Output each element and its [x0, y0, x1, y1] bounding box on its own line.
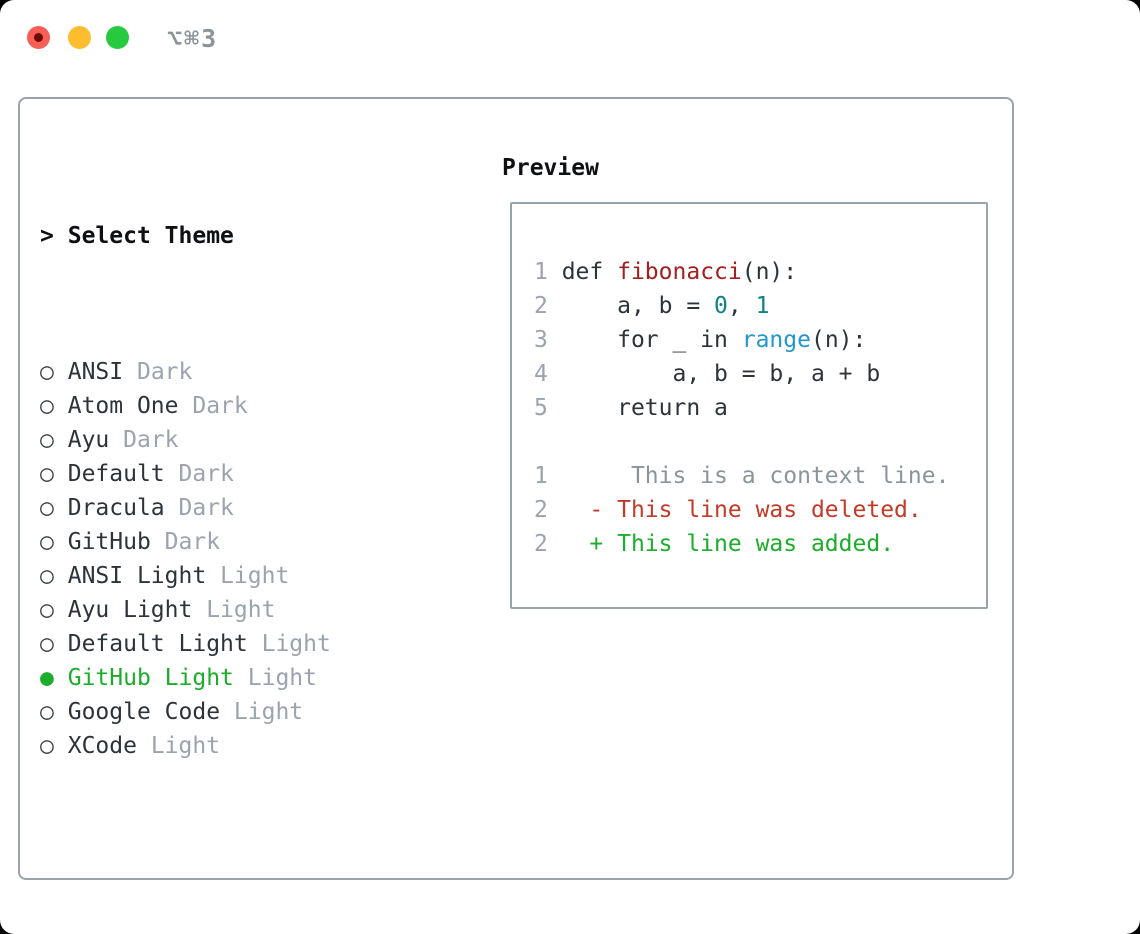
radio-unselected-icon: ○: [40, 733, 54, 759]
preview-line-8: 2 - This line was deleted.: [534, 497, 922, 523]
theme-item-label: Dracula: [67, 495, 165, 521]
zoom-button[interactable]: [106, 26, 129, 49]
theme-variant-label: Dark: [192, 393, 248, 419]
unsaved-dot-icon: [34, 33, 43, 42]
theme-item-label: Ayu: [67, 427, 110, 453]
preview-code-box: 1 def fibonacci(n): 2 a, b = 0, 1 3 for _ …: [510, 202, 988, 609]
radio-unselected-icon: ○: [40, 427, 54, 453]
close-button[interactable]: [27, 26, 50, 49]
minimize-button[interactable]: [68, 26, 91, 49]
theme-item-label: Atom One: [67, 393, 179, 419]
theme-variant-label: Dark: [178, 495, 234, 521]
radio-selected-icon: ●: [40, 665, 54, 691]
theme-item-atom-one[interactable]: ○ Atom One Dark: [40, 389, 428, 423]
preview-line-9: 2 + This line was added.: [534, 531, 895, 557]
theme-item-google-code[interactable]: ○ Google Code Light: [40, 695, 428, 729]
theme-variant-label: Dark: [136, 359, 193, 385]
preview-blank-line: [534, 425, 986, 459]
radio-unselected-icon: ○: [40, 699, 54, 725]
radio-unselected-icon: ○: [40, 393, 54, 419]
theme-item-ansi-light[interactable]: ○ ANSI Light Light: [40, 559, 428, 593]
preview-header: Preview: [502, 155, 599, 181]
spacer: [40, 865, 428, 899]
theme-item-xcode[interactable]: ○ XCode Light: [40, 729, 428, 763]
select-theme-header: > Select Theme: [40, 219, 428, 253]
theme-item-ayu-light[interactable]: ○ Ayu Light Light: [40, 593, 428, 627]
theme-list: ○ ANSI Dark○ Atom One Dark○ Ayu Dark○ De…: [40, 355, 428, 763]
theme-variant-label: Light: [233, 699, 304, 725]
radio-unselected-icon: ○: [40, 597, 54, 623]
theme-variant-label: Dark: [178, 461, 234, 487]
theme-variant-label: Light: [206, 597, 276, 623]
theme-item-github[interactable]: ○ GitHub Dark: [40, 525, 428, 559]
left-column: > Select Theme ○ ANSI Dark○ Atom One Dar…: [40, 151, 428, 934]
theme-item-ayu[interactable]: ○ Ayu Dark: [40, 423, 428, 457]
theme-item-label: Default: [67, 461, 165, 487]
preview-line-1: 1 def fibonacci(n):: [534, 259, 798, 285]
preview-line-5: 5 return a: [534, 395, 728, 421]
theme-item-label: Default Light: [67, 631, 248, 657]
theme-item-label: XCode: [67, 733, 137, 759]
theme-item-ansi[interactable]: ○ ANSI Dark: [40, 355, 428, 389]
preview-line-4: 4 a, b = b, a + b: [534, 361, 881, 387]
preview-line-7: 1 This is a context line.: [534, 463, 950, 489]
theme-item-label: Ayu Light: [67, 597, 193, 623]
theme-item-default[interactable]: ○ Default Dark: [40, 457, 428, 491]
select-theme-title: Select Theme: [67, 223, 234, 249]
theme-item-label: GitHub: [67, 529, 151, 555]
theme-item-label: ANSI: [67, 359, 124, 385]
radio-unselected-icon: ○: [40, 563, 54, 589]
prompt-icon: >: [40, 223, 54, 249]
theme-variant-label: Dark: [164, 529, 221, 555]
preview-line-2: 2 a, b = 0, 1: [534, 293, 770, 319]
theme-variant-label: Dark: [123, 427, 179, 453]
theme-item-github-light[interactable]: ● GitHub Light Light: [40, 661, 428, 695]
radio-unselected-icon: ○: [40, 631, 54, 657]
preview-line-3: 3 for _ in range(n):: [534, 327, 867, 353]
theme-item-label: Google Code: [67, 699, 221, 725]
theme-variant-label: Light: [150, 733, 221, 759]
window-title: ⌥⌘3: [167, 24, 219, 53]
theme-item-dracula[interactable]: ○ Dracula Dark: [40, 491, 428, 525]
theme-item-default-light[interactable]: ○ Default Light Light: [40, 627, 428, 661]
radio-unselected-icon: ○: [40, 359, 54, 385]
theme-variant-label: Light: [247, 665, 317, 691]
theme-item-label: ANSI Light: [67, 563, 207, 589]
theme-variant-label: Light: [261, 631, 331, 657]
main-panel: > Select Theme ○ ANSI Dark○ Atom One Dar…: [18, 97, 1014, 880]
title-bar: ⌥⌘3: [0, 0, 1140, 74]
radio-unselected-icon: ○: [40, 529, 54, 555]
theme-variant-label: Light: [220, 563, 290, 589]
radio-unselected-icon: ○: [40, 495, 54, 521]
radio-unselected-icon: ○: [40, 461, 54, 487]
theme-item-label: GitHub Light: [67, 665, 234, 691]
